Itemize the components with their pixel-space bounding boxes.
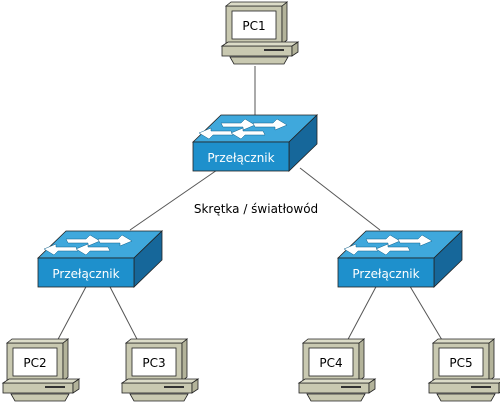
switch-top-label: Przełącznik [207,151,274,165]
link-switch-top-switch-left [129,167,221,231]
pc4-label: PC4 [319,356,342,370]
switch-right: Przełącznik [337,230,463,288]
pc5-label: PC5 [449,356,472,370]
link-switch-right-pc4 [344,282,379,346]
link-switch-left-pc2 [54,282,89,346]
computer-pc4: PC4 [298,338,376,402]
connection-label: Skrętka / światłowód [194,202,318,216]
computer-icon [121,338,199,402]
computer-icon [221,1,299,65]
switch-top: Przełącznik [192,114,318,172]
computer-pc5: PC5 [428,338,500,402]
link-switch-top-switch-right [299,167,381,231]
pc2-label: PC2 [23,356,46,370]
computer-pc1: PC1 [221,1,299,65]
link-switch-left-pc3 [107,282,141,346]
connections [54,66,446,346]
pc1-label: PC1 [242,19,265,33]
computer-pc2: PC2 [2,338,80,402]
switch-right-label: Przełącznik [352,267,419,281]
switch-left: Przełącznik [37,230,163,288]
computer-icon [298,338,376,402]
computer-pc3: PC3 [121,338,199,402]
computer-icon [428,338,500,402]
pc3-label: PC3 [142,356,165,370]
switch-left-label: Przełącznik [52,267,119,281]
link-switch-right-pc5 [407,282,446,346]
computer-icon [2,338,80,402]
